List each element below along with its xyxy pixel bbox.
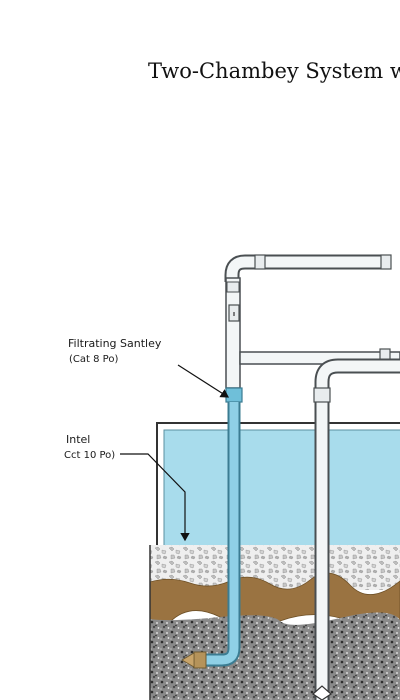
filter-pipe — [181, 387, 243, 669]
callout-2-line1: Intel — [66, 433, 90, 446]
outlet-pipe — [313, 358, 400, 700]
callout-intel: Intel Cct 10 Po) — [64, 433, 190, 542]
callout-1-line2: (Cat 8 Po) — [69, 354, 118, 365]
chamber-tank — [149, 422, 400, 700]
callout-filtrating: Filtrating Santley (Cat 8 Po) — [68, 337, 230, 398]
diagram-title: Two-Chambey System with — [148, 59, 400, 83]
gravel-bottom-layer — [150, 612, 400, 700]
arrow-pointer-icon — [177, 364, 230, 398]
arrow-down-icon — [120, 453, 190, 542]
brass-fitting — [193, 651, 207, 669]
double-arrow-icon — [312, 685, 332, 700]
top-pipe — [224, 254, 392, 282]
callout-2-line2: Cct 10 Po) — [64, 450, 115, 461]
callout-1-line1: Filtrating Santley — [68, 337, 162, 350]
inlet-pipe — [225, 277, 241, 389]
water-layer — [163, 429, 400, 549]
gravel-top-layer — [150, 545, 400, 590]
